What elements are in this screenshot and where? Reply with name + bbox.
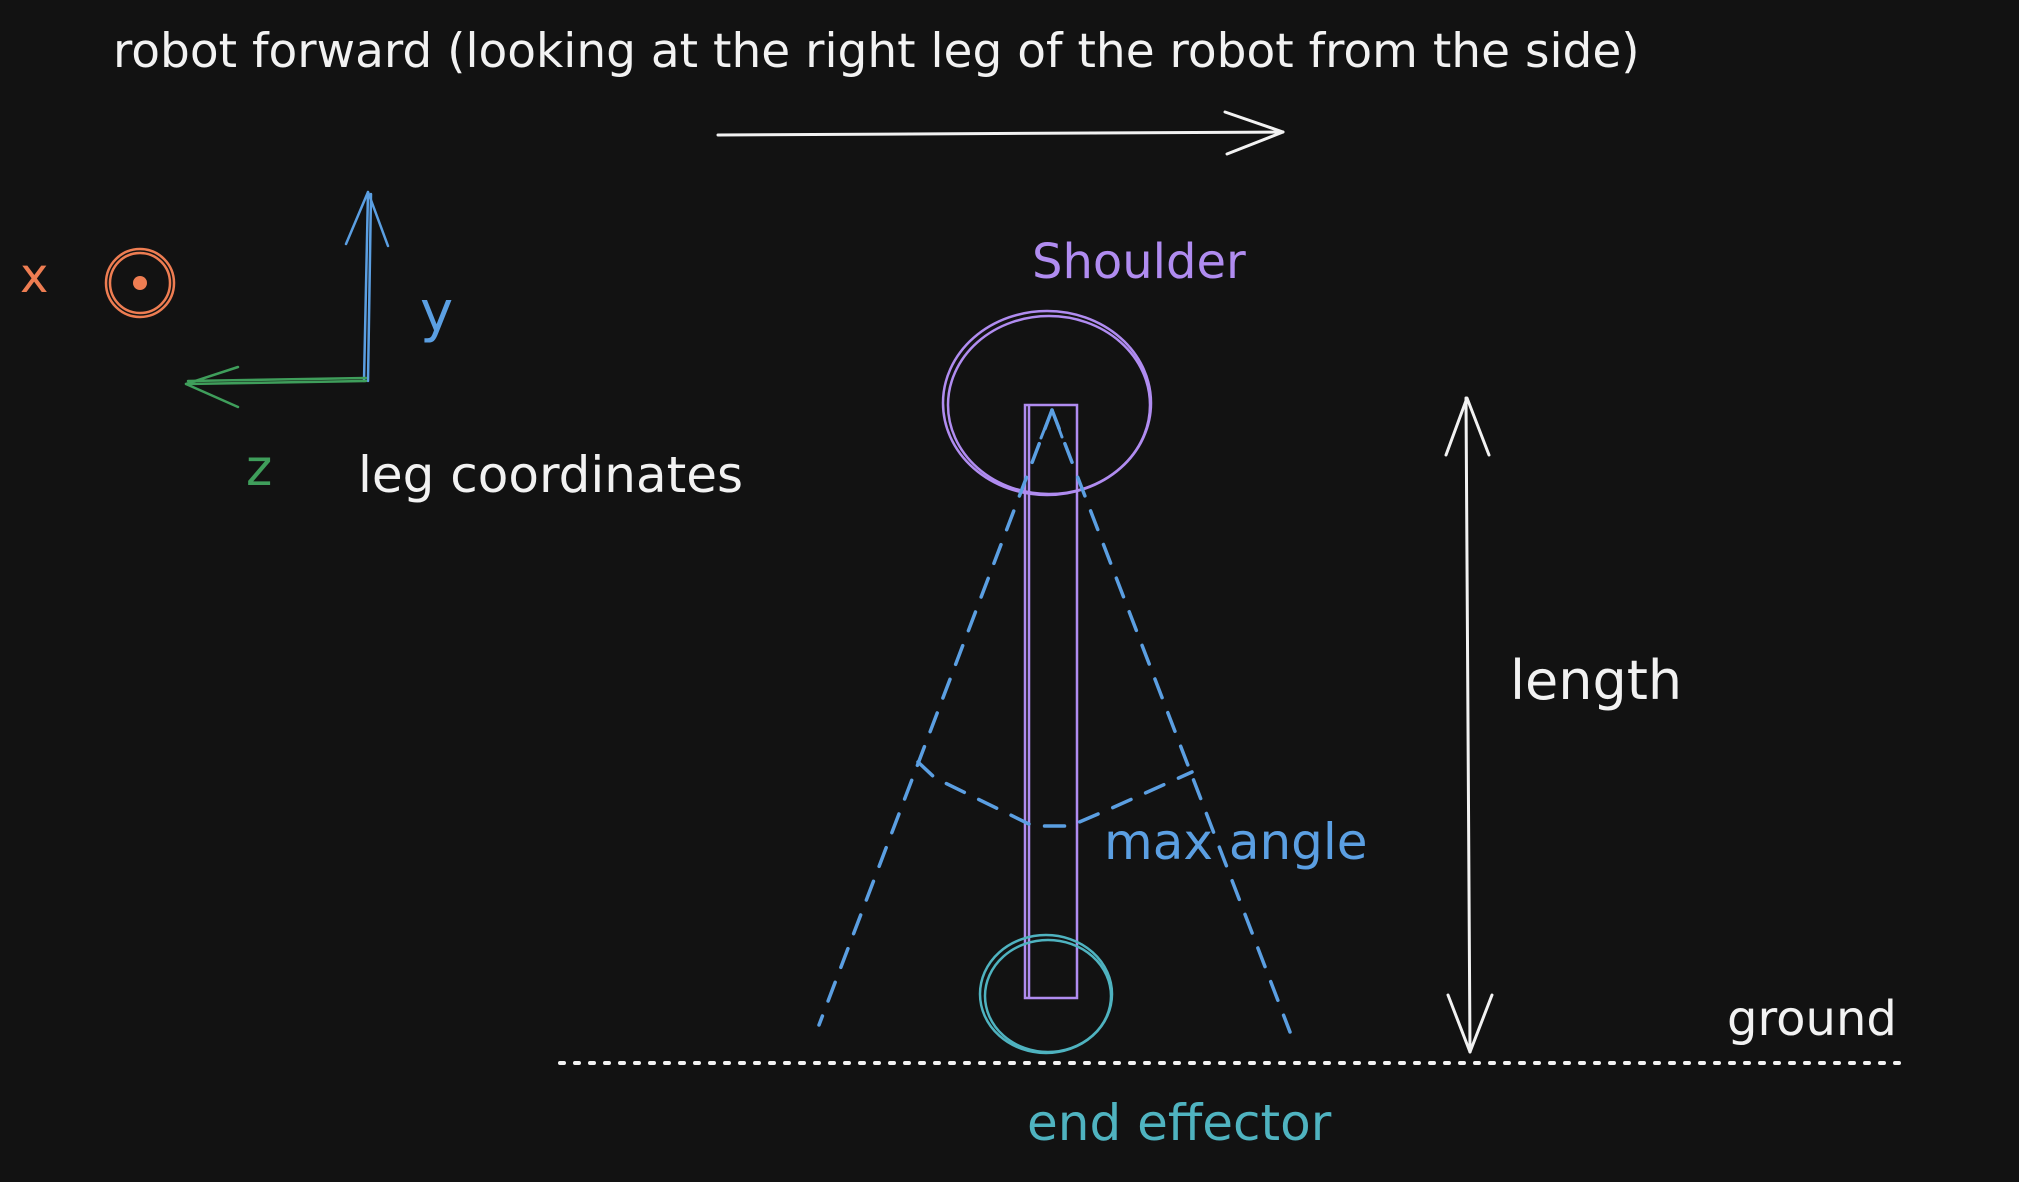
forward-arrow bbox=[716, 110, 1285, 156]
y-axis-label: y bbox=[420, 280, 454, 345]
x-axis-out-of-page-icon bbox=[104, 247, 176, 319]
x-axis-label: x bbox=[20, 248, 49, 304]
shoulder-joint bbox=[941, 309, 1153, 497]
ground-label: ground bbox=[1727, 991, 1897, 1047]
max-angle-range-lines bbox=[817, 408, 1292, 1034]
max-angle-arrowhead bbox=[1039, 408, 1064, 440]
length-dimension-arrow bbox=[1444, 396, 1494, 1054]
z-axis-arrow bbox=[184, 365, 368, 409]
leg-link bbox=[1023, 403, 1079, 1000]
max-angle-label: max angle bbox=[1104, 813, 1368, 871]
shoulder-label: Shoulder bbox=[1032, 234, 1246, 290]
length-label: length bbox=[1510, 649, 1683, 712]
z-axis-label: z bbox=[246, 439, 273, 497]
end-effector-label: end effector bbox=[1027, 1094, 1332, 1152]
y-axis-arrow bbox=[344, 190, 390, 383]
max-angle-arc bbox=[916, 760, 1194, 828]
end-effector-joint bbox=[978, 933, 1114, 1055]
diagram-title: robot forward (looking at the right leg … bbox=[113, 24, 1640, 79]
leg-coordinates-label: leg coordinates bbox=[358, 446, 744, 504]
